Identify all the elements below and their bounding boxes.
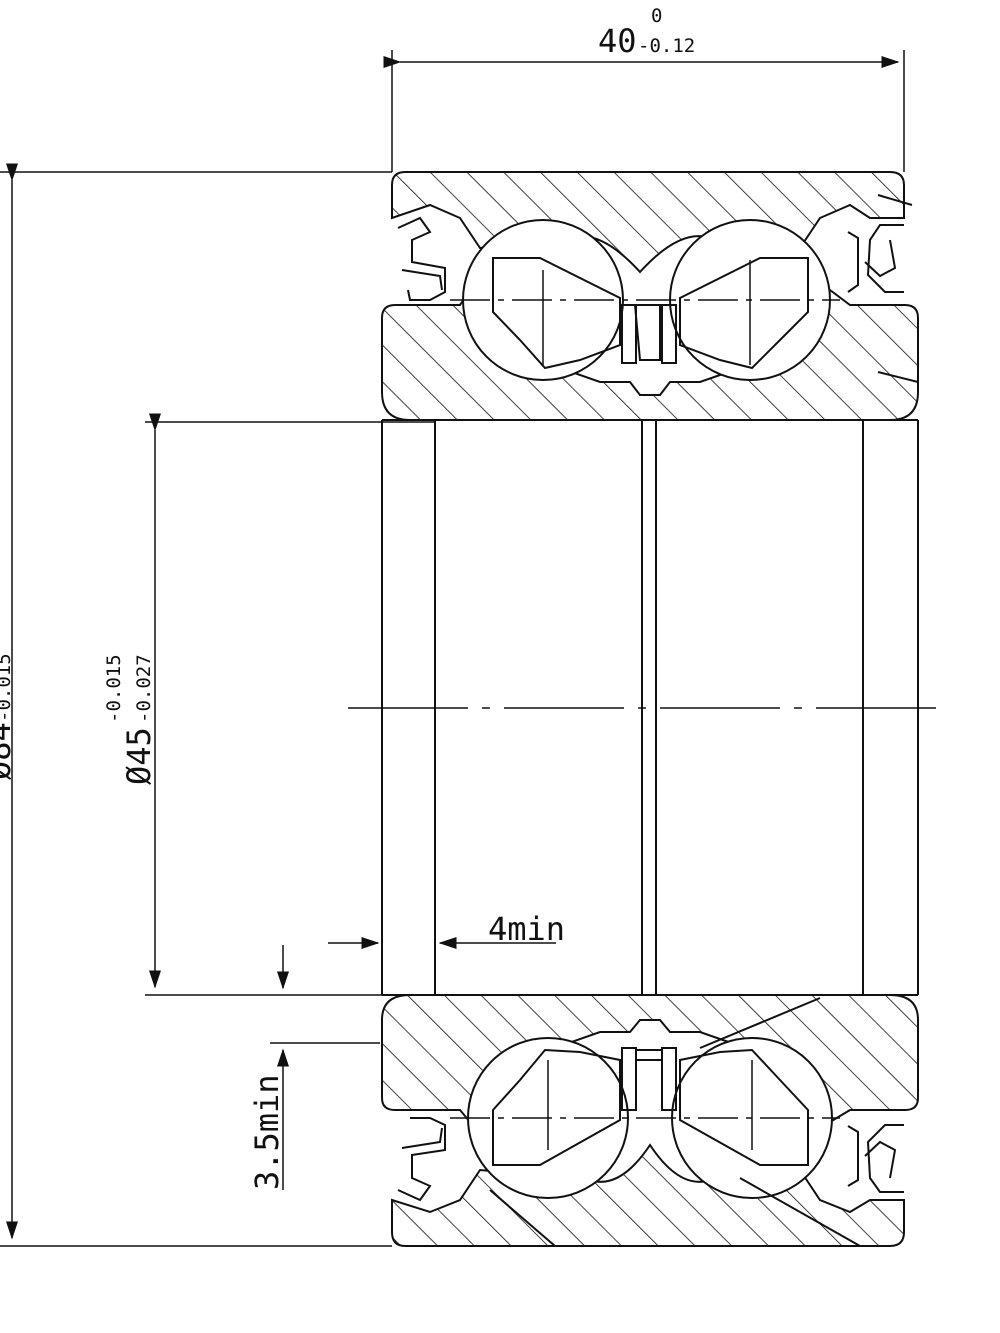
seal-top-right	[866, 224, 904, 293]
outer-ring-top	[391, 171, 905, 274]
seal-top-left	[397, 216, 446, 301]
width-lower-tol: -0.12	[638, 35, 695, 57]
cage-bottom-right	[679, 1048, 809, 1166]
chamfer-axial-label: 4min	[488, 910, 565, 948]
width-upper-tol: 0	[651, 5, 662, 27]
cage-top-right	[679, 257, 809, 370]
outer-diameter-nominal: Ø84	[0, 722, 18, 780]
inner-ring-bottom	[381, 994, 919, 1124]
spacer-top	[633, 304, 661, 361]
bore-lower-tol: -0.027	[133, 654, 155, 723]
inner-ring-top	[381, 288, 919, 421]
outer-diameter-lower-tol: -0.015	[0, 653, 15, 722]
chamfer-radial-label: 3.5min	[248, 1074, 286, 1190]
bore-upper-tol: -0.015	[103, 654, 125, 723]
spacer-bottom	[621, 1047, 637, 1111]
cage-top-left	[492, 257, 621, 370]
outer-ring-bottom	[391, 1143, 905, 1247]
seal-bottom-left	[397, 1117, 446, 1202]
cage-bottom-left	[492, 1048, 621, 1166]
seal-bottom-right	[866, 1124, 904, 1193]
bore-nominal: Ø45	[120, 727, 158, 785]
width-nominal: 40	[598, 22, 637, 60]
